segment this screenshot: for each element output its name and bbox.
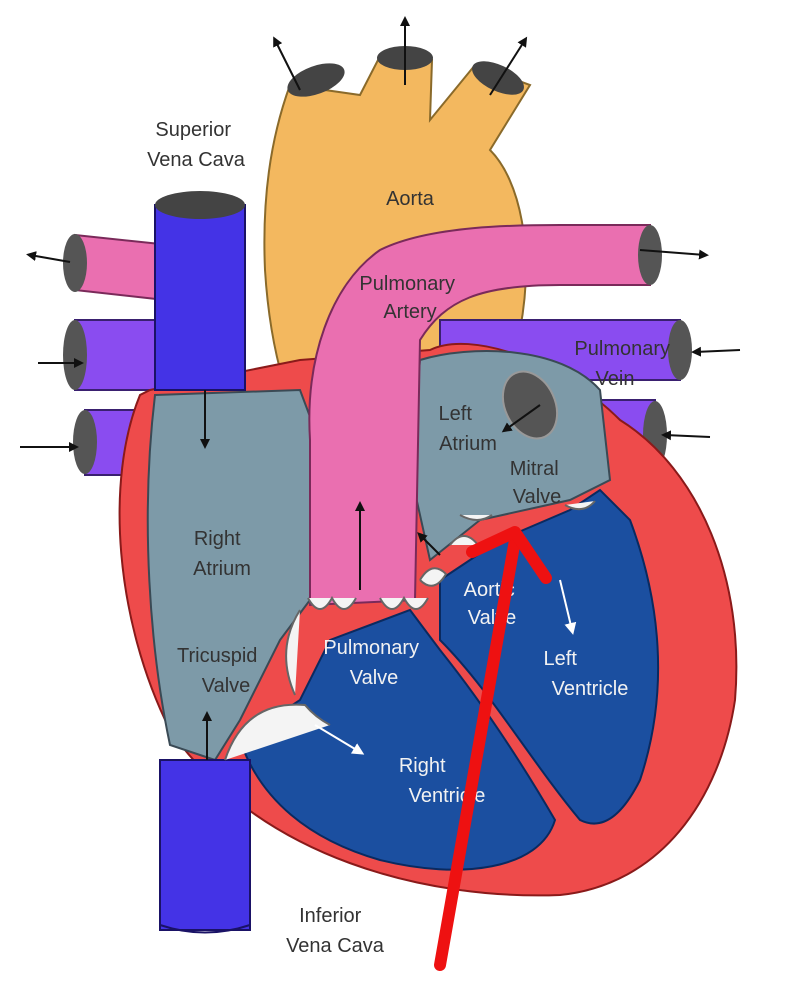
flow-arrows (20, 16, 741, 760)
left-ventricle (439, 488, 660, 825)
flow-arrow-icon (417, 532, 441, 556)
flow-arrow-icon (501, 404, 541, 433)
right-ventricle (238, 608, 557, 871)
pulmonary-artery-left-branch (63, 233, 172, 302)
flow-arrow-icon (314, 724, 365, 755)
labels: Superior Vena Cava Aorta Pulmonary Arter… (147, 119, 675, 957)
pulmonary-valve-cusps (307, 595, 429, 610)
aorta-label: Aorta (386, 188, 435, 210)
right-atrium-label: Right Atrium (193, 528, 251, 580)
red-pointer-arrow-icon (434, 526, 552, 971)
left-atrium-label: Left Atrium (439, 403, 497, 455)
aorta-branch-right-opening (472, 61, 524, 95)
pulmonary-valve-label: Pulmonary Valve (323, 637, 424, 689)
aortic-valve-cusps (419, 535, 479, 587)
flow-arrow-icon (639, 249, 709, 260)
tricuspid-valve-label: Tricuspid Valve (177, 645, 263, 697)
flow-arrow-icon (661, 430, 711, 441)
flow-arrow-icon (691, 346, 741, 357)
pulmonary-artery (308, 224, 662, 607)
mitral-valve-label: Mitral Valve (510, 458, 564, 508)
pulmonary-vein-label: Pulmonary Vein (574, 338, 675, 390)
flow-arrow-icon (26, 251, 71, 263)
superior-vena-cava-label: Superior Vena Cava (147, 119, 246, 171)
left-ventricle-label: Left Ventricle (544, 648, 629, 700)
left-atrium (408, 350, 612, 562)
valves (224, 500, 596, 761)
tricuspid-valve-cusps (224, 609, 331, 761)
flow-arrow-icon (489, 36, 528, 96)
pulmonary-artery-label: Pulmonary Artery (359, 273, 460, 323)
flow-arrow-icon (559, 579, 577, 635)
flow-arrow-icon (273, 36, 301, 91)
inferior-vena-cava-label: Inferior Vena Cava (286, 905, 385, 957)
right-atrium (146, 388, 332, 762)
vena-cava (154, 191, 251, 934)
aorta-branch-left-opening (287, 63, 345, 97)
mitral-valve-cusps (459, 500, 596, 521)
